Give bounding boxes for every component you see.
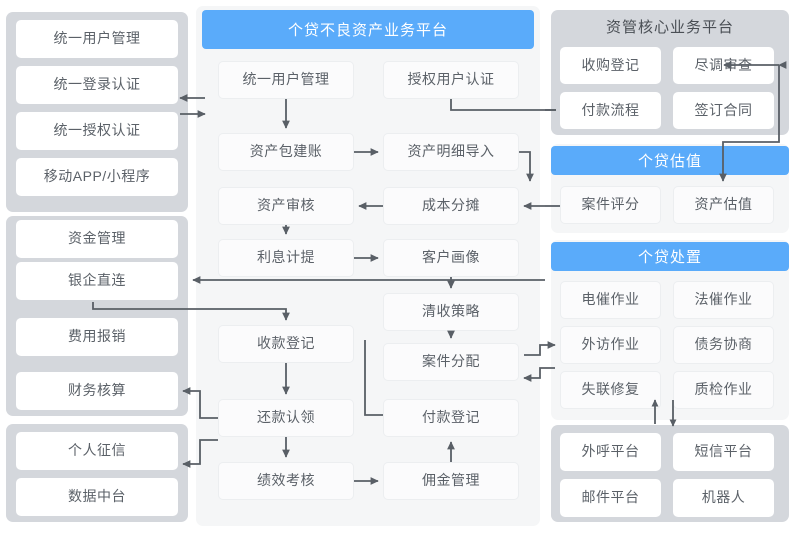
left-node-personal-credit[interactable]: 个人征信: [16, 432, 178, 470]
right-valuation-title: 个贷估值: [551, 146, 789, 175]
center-header: 个贷不良资产业务平台: [202, 10, 534, 49]
left-node-unified-login-auth[interactable]: 统一登录认证: [16, 66, 178, 104]
right-node-contract-signing[interactable]: 签订合同: [673, 92, 774, 129]
right-node-lost-contact-recovery[interactable]: 失联修复: [560, 371, 661, 409]
center-node-cost-allocation[interactable]: 成本分摊: [383, 187, 519, 225]
right-node-field-visit[interactable]: 外访作业: [560, 326, 661, 364]
right-node-debt-negotiation[interactable]: 债务协商: [673, 326, 774, 364]
right-node-sms-platform[interactable]: 短信平台: [673, 433, 774, 471]
right-disposal-title: 个贷处置: [551, 242, 789, 271]
center-node-asset-package-setup[interactable]: 资产包建账: [218, 133, 354, 171]
center-node-performance-review[interactable]: 绩效考核: [218, 462, 354, 500]
center-node-case-assignment[interactable]: 案件分配: [383, 343, 519, 381]
center-node-unified-user-management[interactable]: 统一用户管理: [218, 61, 354, 99]
right-node-phone-collection[interactable]: 电催作业: [560, 281, 661, 319]
right-node-legal-collection[interactable]: 法催作业: [673, 281, 774, 319]
left-node-fund-management[interactable]: 资金管理: [16, 220, 178, 258]
center-node-authorized-user-auth[interactable]: 授权用户认证: [383, 61, 519, 99]
left-node-unified-authorization[interactable]: 统一授权认证: [16, 112, 178, 150]
left-node-financial-accounting[interactable]: 财务核算: [16, 372, 178, 410]
right-node-due-diligence-review[interactable]: 尽调审查: [673, 47, 774, 84]
right-node-acquisition-registration[interactable]: 收购登记: [560, 47, 661, 84]
center-node-customer-profile[interactable]: 客户画像: [383, 239, 519, 277]
center-node-asset-detail-import[interactable]: 资产明细导入: [383, 133, 519, 171]
center-node-interest-accrual[interactable]: 利息计提: [218, 239, 354, 277]
center-node-collection-strategy[interactable]: 清收策略: [383, 293, 519, 331]
center-node-payment-receipt-registration[interactable]: 收款登记: [218, 325, 354, 363]
left-node-unified-user-management[interactable]: 统一用户管理: [16, 20, 178, 58]
center-node-asset-review[interactable]: 资产审核: [218, 187, 354, 225]
left-node-mobile-app[interactable]: 移动APP/小程序: [16, 158, 178, 196]
center-node-commission-management[interactable]: 佣金管理: [383, 462, 519, 500]
left-node-expense-reimbursement[interactable]: 费用报销: [16, 318, 178, 356]
right-node-email-platform[interactable]: 邮件平台: [560, 479, 661, 517]
right-node-asset-valuation[interactable]: 资产估值: [673, 186, 774, 224]
right-node-case-scoring[interactable]: 案件评分: [560, 186, 661, 224]
right-node-outbound-call-platform[interactable]: 外呼平台: [560, 433, 661, 471]
left-node-bank-enterprise-connect[interactable]: 银企直连: [16, 262, 178, 300]
right-node-quality-inspection[interactable]: 质检作业: [673, 371, 774, 409]
right-core-title: 资管核心业务平台: [605, 18, 734, 36]
center-node-payment-registration[interactable]: 付款登记: [383, 399, 519, 437]
center-node-repayment-claim[interactable]: 还款认领: [218, 399, 354, 437]
right-node-payment-process[interactable]: 付款流程: [560, 92, 661, 129]
left-node-data-middle-platform[interactable]: 数据中台: [16, 478, 178, 516]
right-node-robot[interactable]: 机器人: [673, 479, 774, 517]
